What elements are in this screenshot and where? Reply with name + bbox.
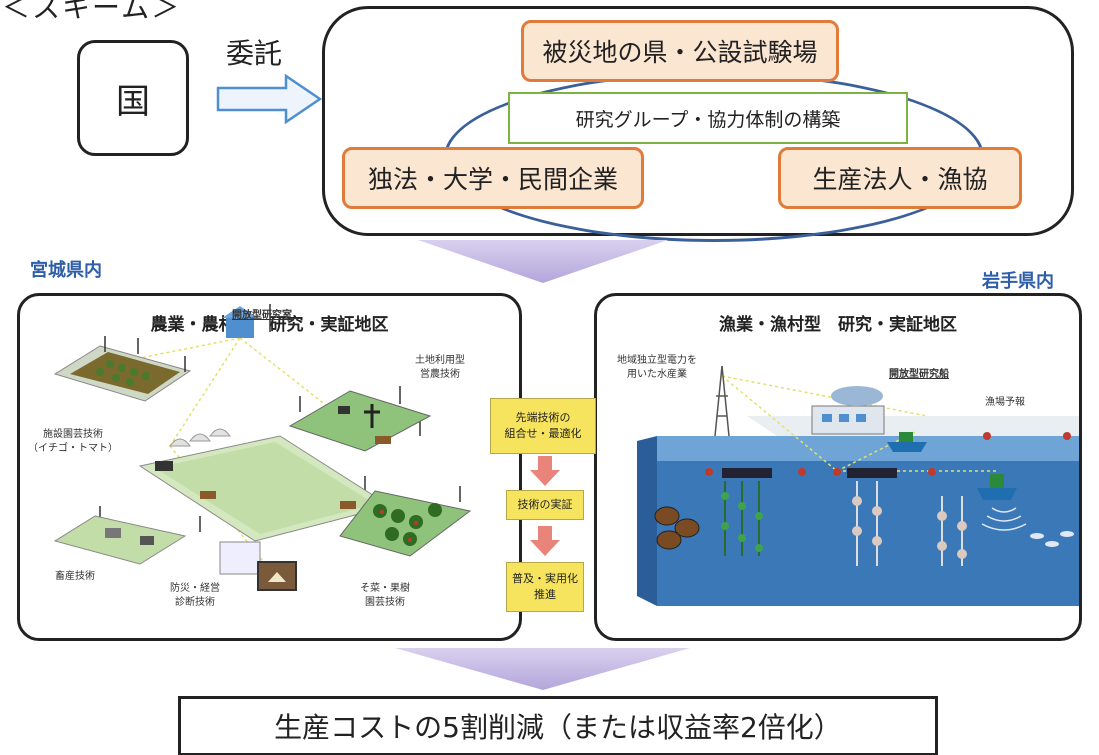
entrust-label: 委託 bbox=[226, 37, 283, 70]
research-vessel-label: 開放型研究船 bbox=[889, 369, 949, 380]
research-ship-icon bbox=[811, 386, 885, 435]
greenhouse-field-icon bbox=[53, 345, 192, 402]
step-arrow-icon bbox=[530, 526, 560, 556]
country-box: 国 bbox=[77, 40, 189, 156]
aquaculture-label: 持続的な漁業・養殖業 （アワビ・ウニ） bbox=[677, 609, 777, 634]
step-combine-box: 先端技術の 組合せ・最適化 bbox=[490, 398, 596, 454]
land-use-label: 土地利用型 営農技術 bbox=[415, 355, 465, 380]
processing-label: 省エネ・高付加価値 （加工技術等） bbox=[897, 609, 987, 634]
fishery-panel: 漁業・漁村型 研究・実証地区 bbox=[594, 293, 1082, 641]
step-demo-label: 技術の実証 bbox=[517, 498, 573, 511]
entrust-arrow-icon bbox=[216, 74, 322, 124]
open-lab-label: 開放型研究室 bbox=[232, 310, 292, 321]
disaster-label: 防災・経営 診断技術 bbox=[170, 583, 220, 608]
orchard-label: そ菜・果樹 園芸技術 bbox=[360, 583, 410, 608]
region-label-miyagi: 宮城県内 bbox=[30, 260, 102, 281]
step-spread-box: 普及・実用化 推進 bbox=[506, 562, 584, 612]
orchard-field-icon bbox=[339, 490, 472, 557]
institutions-box: 独法・大学・民間企業 bbox=[342, 147, 644, 209]
down-arrow-icon bbox=[418, 240, 668, 283]
power-label: 地域独立型電力を 用いた水産業 bbox=[617, 355, 697, 380]
result-box: 生産コストの5割削減（または収益率2倍化） bbox=[178, 696, 938, 755]
abalone-rock-icon bbox=[654, 506, 700, 550]
lab-building-icon bbox=[222, 304, 271, 338]
down-arrow-icon bbox=[395, 648, 690, 690]
farm-illustration bbox=[53, 304, 472, 591]
scheme-label: ＜スキーム＞ bbox=[2, 0, 182, 24]
country-label: 国 bbox=[116, 81, 150, 122]
greenhouse-label: 施設園芸技術 （イチゴ・トマト） bbox=[28, 429, 118, 454]
power-tower-icon bbox=[714, 365, 730, 437]
sonar-icon bbox=[981, 507, 1027, 531]
prefecture-station-box: 被災地の県・公設試験場 bbox=[521, 20, 839, 82]
sea-illustration bbox=[637, 365, 1079, 606]
fishery-panel-title: 漁業・漁村型 研究・実証地区 bbox=[719, 315, 957, 335]
producers-box: 生産法人・漁協 bbox=[778, 147, 1022, 209]
step-combine-label: 先端技術の 組合せ・最適化 bbox=[504, 411, 582, 440]
tunnel-greenhouse-icon bbox=[169, 428, 231, 447]
raft-icon bbox=[722, 468, 772, 478]
region-label-iwate: 岩手県内 bbox=[982, 271, 1054, 292]
result-label: 生産コストの5割削減（または収益率2倍化） bbox=[274, 711, 842, 744]
step-arrow-icon bbox=[530, 456, 560, 486]
step-demo-box: 技術の実証 bbox=[506, 490, 584, 520]
agriculture-panel: 農業・農村型 研究・実証地区 bbox=[17, 293, 522, 641]
boat-icon bbox=[887, 432, 927, 452]
research-group-box: 研究グループ・協力体制の構築 bbox=[508, 92, 908, 144]
paddy-field-icon bbox=[288, 390, 432, 452]
raft-icon bbox=[847, 468, 897, 478]
boat-icon bbox=[977, 474, 1017, 500]
livestock-label: 畜産技術 bbox=[55, 571, 95, 582]
livestock-field-icon bbox=[53, 515, 187, 565]
step-spread-label: 普及・実用化 推進 bbox=[512, 572, 578, 601]
tablet-icon bbox=[219, 541, 297, 591]
forecast-label: 漁場予報 bbox=[985, 397, 1025, 408]
fish-icon bbox=[1030, 531, 1074, 547]
